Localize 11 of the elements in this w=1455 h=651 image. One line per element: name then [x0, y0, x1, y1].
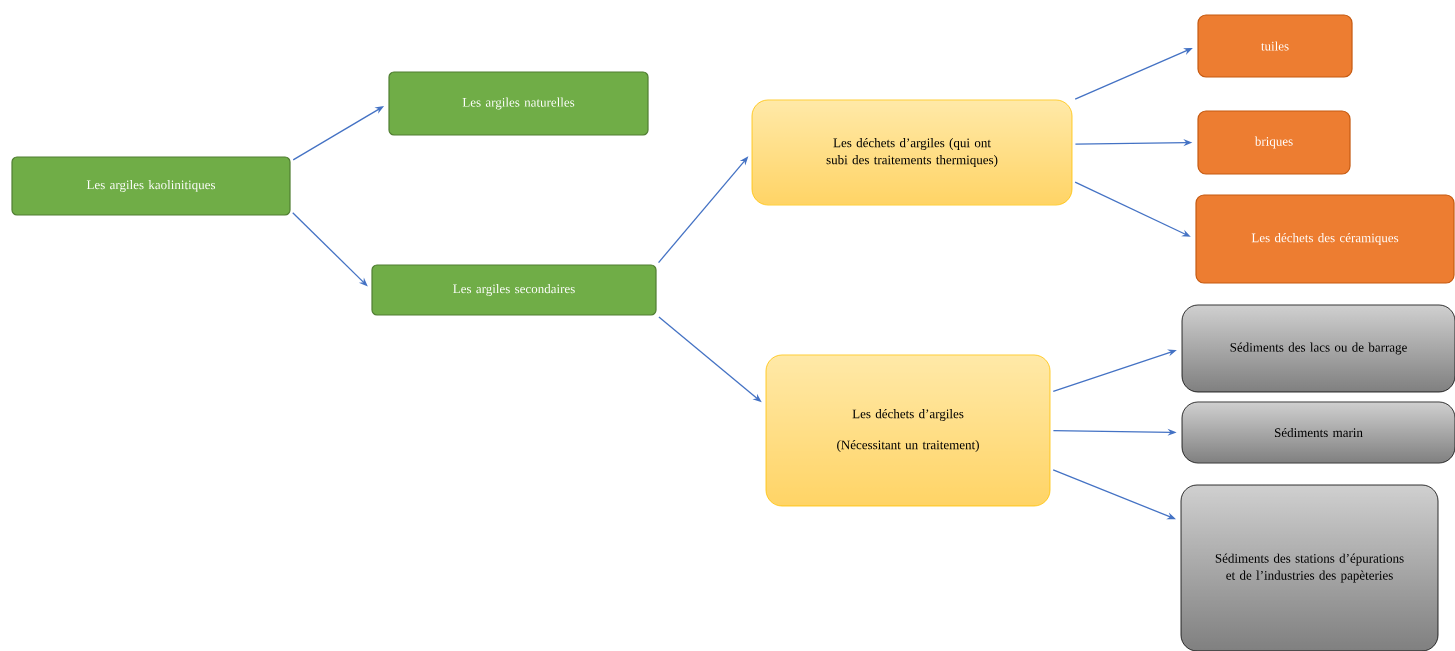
process-box: Les déchets d’argiles (Nécessitant un traitement) [765, 354, 1051, 507]
process-box: Sédiments des lacs ou de barrage [1181, 304, 1455, 393]
process-box: Sédiments des stations d’épurations et de l’industries des papèteries [1180, 484, 1439, 651]
process-box: Les argiles naturelles [388, 71, 649, 136]
process-box: tuiles [1197, 14, 1353, 78]
process-box: Les argiles secondaires [371, 264, 657, 316]
process-box: Les argiles kaolinitiques [11, 156, 291, 216]
process-box: Les déchets des céramiques [1195, 194, 1455, 284]
process-box: Sédiments marin [1181, 401, 1455, 464]
process-box: briques [1197, 110, 1351, 175]
process-box: Les déchets d’argiles (qui ont subi des traitements thermiques) [751, 99, 1073, 206]
